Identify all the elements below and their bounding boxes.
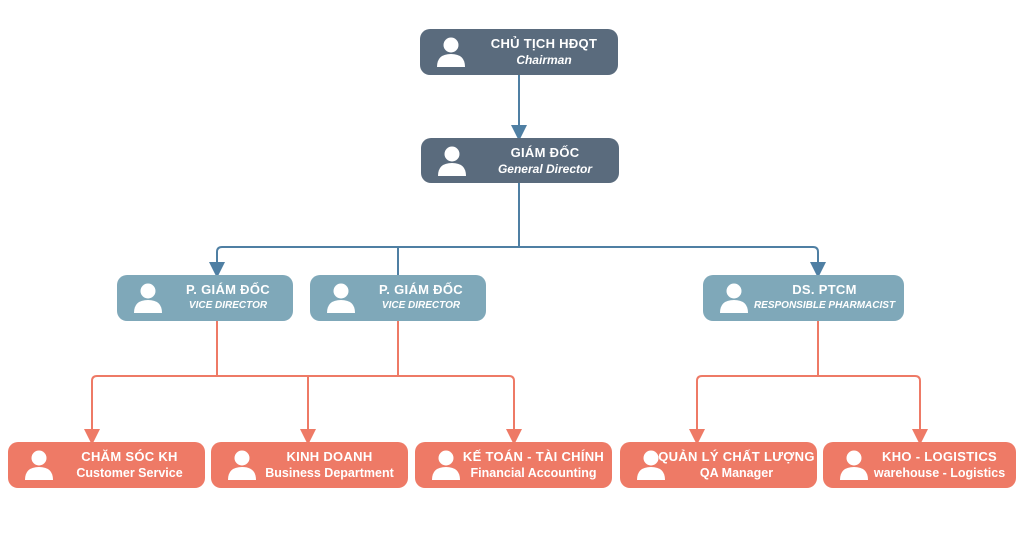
person-icon: [840, 450, 868, 480]
vice-director-1-subtitle: VICE DIRECTOR: [188, 300, 268, 311]
person-icon: [228, 450, 256, 480]
general-director-subtitle: General Director: [497, 161, 593, 176]
general-director-title: GIÁM ĐỐC: [510, 144, 580, 160]
person-icon: [437, 37, 465, 67]
line-to-pharmacist: [810, 246, 826, 278]
pharmacist-subtitle: RESPONSIBLE PHARMACIST: [753, 300, 896, 311]
person-icon: [637, 450, 665, 480]
line-to-customer-service: [84, 375, 100, 445]
chairman-box[interactable]: CHỦ TỊCH HĐQT Chairman: [420, 29, 618, 75]
department-subtitle: Customer Service: [76, 466, 183, 480]
general-director-box[interactable]: GIÁM ĐỐC General Director: [421, 138, 619, 183]
department-accounting-box[interactable]: KẾ TOÁN - TÀI CHÍNH Financial Accounting: [415, 442, 612, 488]
department-title: KHO - LOGISTICS: [882, 449, 997, 464]
vice-director-2-title: P. GIÁM ĐỐC: [379, 282, 463, 297]
department-subtitle: Financial Accounting: [470, 466, 597, 480]
department-title: CHĂM SÓC KH: [81, 449, 178, 464]
chairman-title: CHỦ TỊCH HĐQT: [490, 36, 598, 51]
department-warehouse-box[interactable]: KHO - LOGISTICS warehouse - Logistics: [823, 442, 1016, 488]
department-title: KẾ TOÁN - TÀI CHÍNH: [462, 449, 605, 464]
department-customer-service-box[interactable]: CHĂM SÓC KH Customer Service: [8, 442, 205, 488]
person-icon: [432, 450, 460, 480]
vice-director-1-box[interactable]: P. GIÁM ĐỐC VICE DIRECTOR: [117, 275, 293, 321]
chairman-subtitle: Chairman: [516, 53, 572, 67]
department-subtitle: Business Department: [265, 466, 394, 480]
person-icon: [438, 146, 466, 176]
vice-director-1-title: P. GIÁM ĐỐC: [186, 282, 270, 297]
line-to-warehouse: [912, 375, 928, 445]
vice-director-2-subtitle: VICE DIRECTOR: [381, 300, 461, 311]
line-to-qa: [689, 375, 705, 445]
department-business-box[interactable]: KINH DOANH Business Department: [211, 442, 408, 488]
department-title: KINH DOANH: [286, 449, 373, 464]
line-to-vice-1: [209, 246, 225, 278]
pharmacist-box[interactable]: DS. PTCM RESPONSIBLE PHARMACIST: [703, 275, 904, 321]
department-qa-box[interactable]: QUẢN LÝ CHẤT LƯỢNG QA Manager: [620, 442, 817, 488]
person-icon: [25, 450, 53, 480]
pharmacist-title: DS. PTCM: [792, 282, 857, 297]
person-icon: [720, 283, 748, 313]
department-subtitle: QA Manager: [699, 466, 774, 480]
department-title: QUẢN LÝ CHẤT LƯỢNG: [658, 449, 815, 464]
line-to-accounting: [506, 375, 522, 445]
person-icon: [327, 283, 355, 313]
person-icon: [134, 283, 162, 313]
vice-director-2-box[interactable]: P. GIÁM ĐỐC VICE DIRECTOR: [310, 275, 486, 321]
department-subtitle: warehouse - Logistics: [873, 466, 1006, 480]
